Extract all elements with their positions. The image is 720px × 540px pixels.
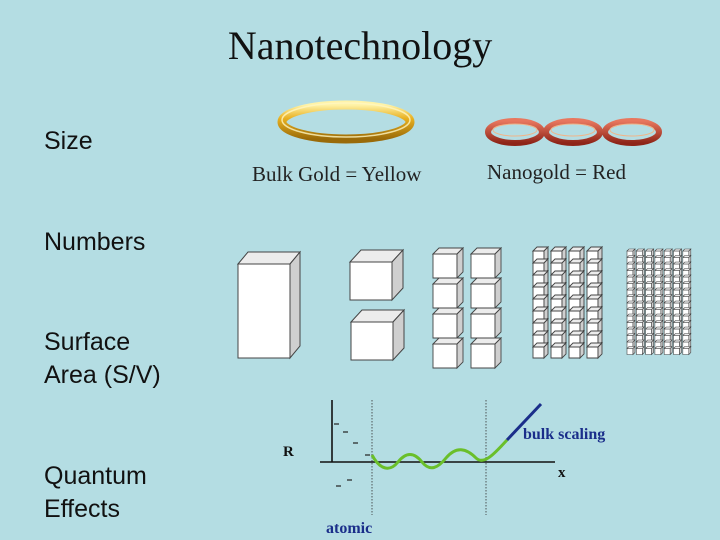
micro-cube-grid bbox=[626, 248, 692, 356]
small-cube-icon bbox=[469, 336, 503, 370]
micro-cube-icon bbox=[682, 300, 692, 310]
tiny-cube-icon bbox=[549, 305, 568, 324]
red-ring-icon bbox=[543, 118, 603, 146]
micro-cube-icon bbox=[635, 267, 646, 278]
label-surface-area: Surface Area (S/V) bbox=[44, 326, 161, 392]
tiny-cube-grid bbox=[531, 245, 604, 360]
caption-nanogold: Nanogold = Red bbox=[487, 160, 626, 184]
small-cube-grid bbox=[431, 246, 503, 370]
label-size: Size bbox=[44, 127, 93, 155]
micro-cube-icon bbox=[663, 345, 673, 356]
micro-cube-icon bbox=[663, 254, 673, 265]
tiny-cube-icon bbox=[567, 317, 586, 336]
micro-cube-icon bbox=[644, 267, 655, 278]
plot-x-label: x bbox=[558, 465, 566, 481]
micro-cube-icon bbox=[672, 280, 683, 291]
caption-bulk-gold: Bulk Gold = Yellow bbox=[252, 162, 422, 186]
plot-atomic-label: atomic bbox=[326, 520, 373, 537]
micro-cube-icon bbox=[654, 274, 664, 284]
label-quantum-line1: Quantum bbox=[44, 462, 147, 490]
label-surface-line2: Area (S/V) bbox=[44, 361, 161, 389]
tiny-cube-icon bbox=[585, 341, 604, 360]
plot-bulk-label: bulk scaling bbox=[523, 426, 606, 443]
small-cube-icon bbox=[431, 246, 465, 280]
tiny-cube-icon bbox=[585, 329, 604, 348]
tiny-cube-icon bbox=[531, 293, 550, 312]
micro-cube-icon bbox=[654, 248, 664, 258]
small-cube-icon bbox=[431, 306, 465, 340]
micro-cube-icon bbox=[672, 326, 683, 336]
micro-cube-icon bbox=[654, 345, 664, 356]
small-cube-icon bbox=[431, 276, 465, 310]
micro-cube-icon bbox=[682, 261, 692, 271]
tiny-cube-icon bbox=[531, 245, 550, 264]
tiny-cube-icon bbox=[567, 329, 586, 348]
micro-cube-icon bbox=[663, 326, 673, 336]
red-ring-icon bbox=[602, 118, 662, 146]
micro-cube-icon bbox=[663, 287, 673, 297]
label-quantum-effects: Quantum Effects bbox=[44, 460, 147, 526]
tiny-cube-icon bbox=[549, 341, 568, 360]
label-numbers: Numbers bbox=[44, 228, 146, 256]
small-cube-icon bbox=[469, 306, 503, 340]
small-cube-icon bbox=[431, 336, 465, 370]
micro-cube-icon bbox=[682, 287, 692, 297]
micro-cube-icon bbox=[635, 345, 646, 356]
micro-cube-icon bbox=[626, 345, 636, 356]
micro-cube-icon bbox=[635, 319, 646, 330]
micro-cube-icon bbox=[626, 293, 636, 304]
micro-cube-icon bbox=[644, 345, 655, 356]
micro-cube-icon bbox=[663, 267, 673, 278]
red-ring-icon bbox=[485, 118, 545, 146]
tiny-cube-icon bbox=[567, 293, 586, 312]
quantum-plot bbox=[320, 400, 555, 515]
large-cube-icon bbox=[236, 250, 302, 360]
tiny-cube-icon bbox=[567, 341, 586, 360]
small-cube-icon bbox=[469, 276, 503, 310]
page-title: Nanotechnology bbox=[227, 23, 493, 68]
label-surface-line1: Surface bbox=[44, 328, 131, 356]
micro-cube-icon bbox=[654, 332, 664, 343]
micro-cube-icon bbox=[682, 280, 692, 291]
micro-cube-icon bbox=[635, 306, 646, 317]
plot-y-label: R bbox=[283, 444, 294, 460]
oscillation-curve bbox=[370, 438, 509, 470]
micro-cube-icon bbox=[672, 345, 683, 356]
tiny-cube-icon bbox=[531, 341, 550, 360]
micro-cube-icon bbox=[682, 345, 692, 356]
gold-ring-icon bbox=[277, 100, 415, 144]
micro-cube-icon bbox=[654, 306, 664, 317]
tiny-cube-icon bbox=[567, 257, 586, 276]
medium-cube-icon bbox=[349, 308, 406, 362]
micro-cube-icon bbox=[682, 293, 692, 304]
micro-cube-icon bbox=[663, 332, 673, 343]
micro-cube-icon bbox=[626, 306, 636, 317]
medium-cube-icon bbox=[348, 248, 405, 302]
bulk-scaling-line bbox=[505, 402, 543, 442]
micro-cube-icon bbox=[644, 274, 655, 284]
small-cube-icon bbox=[469, 246, 503, 280]
micro-cube-icon bbox=[654, 267, 664, 278]
micro-cube-icon bbox=[663, 313, 673, 323]
label-quantum-line2: Effects bbox=[44, 495, 120, 523]
